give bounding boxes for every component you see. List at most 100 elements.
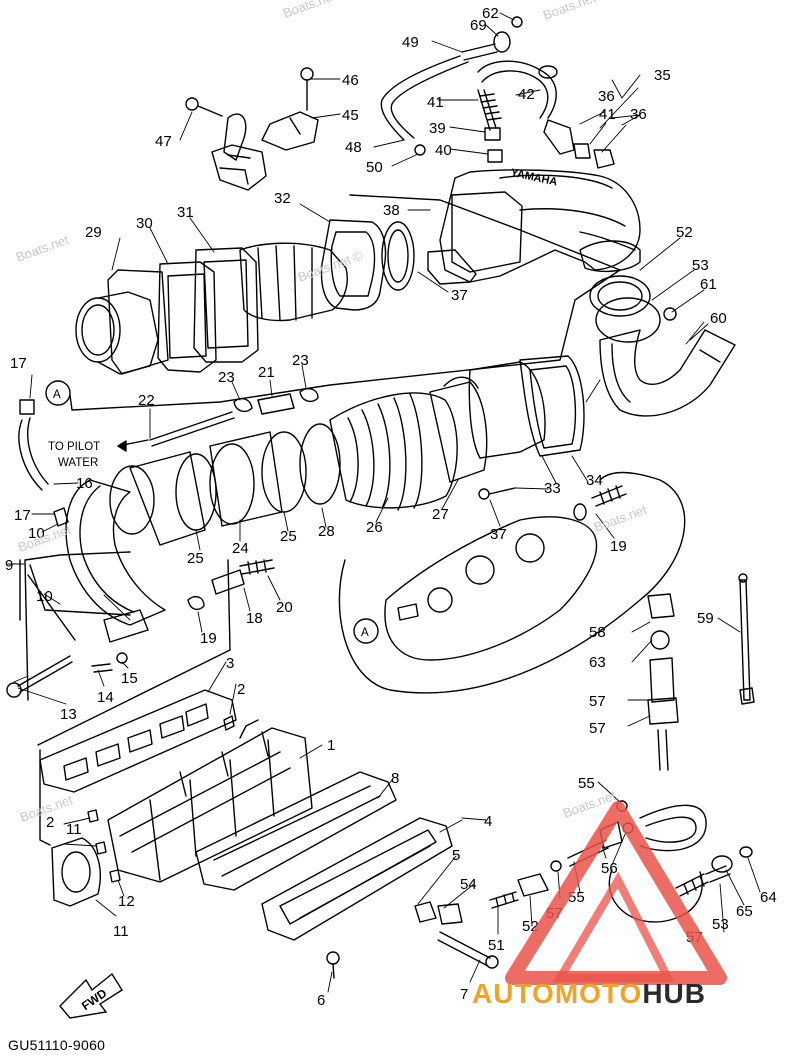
callout-1[interactable]: 1 xyxy=(327,737,335,754)
callout-50[interactable]: 49 xyxy=(402,34,419,51)
callout-60[interactable]: 57 xyxy=(589,720,606,737)
callout-27[interactable]: 27 xyxy=(432,506,449,523)
callout-23-right[interactable]: 23 xyxy=(292,352,309,369)
callout-64[interactable]: 61 xyxy=(700,276,717,293)
callout-21[interactable]: 21 xyxy=(258,364,275,381)
callout-51[interactable]: 50 xyxy=(366,159,383,176)
callout-2-left[interactable]: 2 xyxy=(46,814,54,831)
callout-20[interactable]: 20 xyxy=(276,599,293,616)
elbow-pipe-9 xyxy=(65,479,166,626)
gasket-3-windows xyxy=(63,703,209,781)
callout-10-mid[interactable]: 10 xyxy=(36,588,53,605)
callout-43[interactable]: 42 xyxy=(518,86,535,103)
callout-15[interactable]: 15 xyxy=(121,670,138,687)
callout-31[interactable]: 29 xyxy=(85,224,102,241)
clamp-24 xyxy=(209,443,255,525)
callout-40[interactable]: 39 xyxy=(429,120,446,137)
callout-53[interactable]: 51 xyxy=(488,937,505,954)
callout-6[interactable]: 8 xyxy=(391,770,399,787)
callout-17-bot[interactable]: 17 xyxy=(14,507,31,524)
hose-52 xyxy=(517,873,549,897)
callout-22[interactable]: 22 xyxy=(138,392,155,409)
callout-69[interactable]: 69 xyxy=(470,17,487,34)
callout-66[interactable]: 64 xyxy=(760,889,777,906)
gasket-30 xyxy=(519,355,585,457)
callout-62[interactable]: 59 xyxy=(697,610,714,627)
cylinder-head-outline xyxy=(384,516,598,661)
ring-44 xyxy=(589,275,651,317)
callout-39[interactable]: 38 xyxy=(383,202,400,219)
hose-49 xyxy=(380,55,469,141)
bolt-13 xyxy=(17,655,73,693)
callout-23-left[interactable]: 23 xyxy=(218,369,235,386)
fitting-54-b xyxy=(437,903,463,925)
callout-45[interactable]: 53 xyxy=(692,257,709,274)
callout-26[interactable]: 26 xyxy=(366,519,383,536)
fitting-17-top xyxy=(19,399,35,415)
callout-25-right[interactable]: 25 xyxy=(280,528,297,545)
callout-37[interactable]: 37 xyxy=(451,287,468,304)
callout-7[interactable]: 7 xyxy=(460,986,468,1003)
callout-18[interactable]: 18 xyxy=(246,610,263,627)
callout-28[interactable]: 28 xyxy=(318,523,335,540)
callout-46[interactable]: 45 xyxy=(342,107,359,124)
callout-48[interactable]: 47 xyxy=(155,133,172,150)
callout-5[interactable]: 5 xyxy=(452,847,460,864)
callout-68[interactable]: 62 xyxy=(482,5,499,22)
muffler-35-body-lines xyxy=(499,174,636,251)
callout-34[interactable]: 32 xyxy=(274,190,291,207)
callout-19-right[interactable]: 19 xyxy=(610,538,627,555)
callout-36-left[interactable]: 36 xyxy=(598,88,615,105)
callout-63[interactable]: 60 xyxy=(710,310,727,327)
callout-61[interactable]: 58 xyxy=(589,624,606,641)
callout-19-left[interactable]: 19 xyxy=(200,630,217,647)
callout-38[interactable]: 37 xyxy=(490,526,507,543)
callout-25-left[interactable]: 25 xyxy=(187,550,204,567)
callout-36-right[interactable]: 36 xyxy=(630,106,647,123)
bolt-14 xyxy=(91,663,113,673)
fitting-62-top xyxy=(738,573,748,583)
callout-10-top[interactable]: 10 xyxy=(28,525,45,542)
callout-56[interactable]: 53 xyxy=(712,916,729,933)
callout-59[interactable]: 57 xyxy=(589,693,606,710)
spring-42 xyxy=(477,89,502,131)
callout-42[interactable]: 41 xyxy=(427,94,444,111)
callout-32[interactable]: 30 xyxy=(136,215,153,232)
callout-11-bot[interactable]: 12 xyxy=(118,893,135,910)
spring-20 xyxy=(239,559,275,575)
chamber-fins xyxy=(257,245,313,321)
clamp-45 xyxy=(595,297,661,343)
bolt-48-shank xyxy=(197,105,223,117)
callout-57-mid[interactable]: 56 xyxy=(601,860,618,877)
callout-49[interactable]: 48 xyxy=(345,139,362,156)
callout-17-top[interactable]: 17 xyxy=(10,355,27,372)
callout-2-top[interactable]: 2 xyxy=(237,681,245,698)
callout-54[interactable]: 54 xyxy=(460,876,477,893)
callout-14[interactable]: 14 xyxy=(97,689,114,706)
callout-4[interactable]: 4 xyxy=(484,813,492,830)
callout-33[interactable]: 31 xyxy=(177,204,194,221)
callout-35[interactable]: 35 xyxy=(654,67,671,84)
muffler-35-flange xyxy=(451,191,523,273)
callout-41-left[interactable]: 40 xyxy=(435,142,452,159)
callout-13[interactable]: 13 xyxy=(60,706,77,723)
pipe-end-left xyxy=(109,465,155,535)
callout-41-right[interactable]: 41 xyxy=(599,106,616,123)
callout-29[interactable]: 33 xyxy=(544,480,561,497)
callout-3[interactable]: 3 xyxy=(226,655,234,672)
pilot-water-note-line2: WATER xyxy=(58,457,98,469)
callout-9[interactable]: 9 xyxy=(5,557,13,574)
callout-44[interactable]: 52 xyxy=(676,224,693,241)
callout-8[interactable]: 6 xyxy=(317,992,325,1009)
muffler-35-outlet xyxy=(579,240,641,273)
callout-12[interactable]: 11 xyxy=(113,923,129,940)
callout-67[interactable]: 65 xyxy=(736,903,753,920)
hose-24-body xyxy=(209,431,283,527)
callout-24[interactable]: 24 xyxy=(232,540,249,557)
callout-57-top[interactable]: 55 xyxy=(578,775,595,792)
callout-16[interactable]: 16 xyxy=(76,475,93,492)
callout-30[interactable]: 34 xyxy=(586,472,603,489)
callout-11-top[interactable]: 11 xyxy=(66,821,82,838)
callout-47[interactable]: 46 xyxy=(342,72,359,89)
callout-65[interactable]: 63 xyxy=(589,654,606,671)
